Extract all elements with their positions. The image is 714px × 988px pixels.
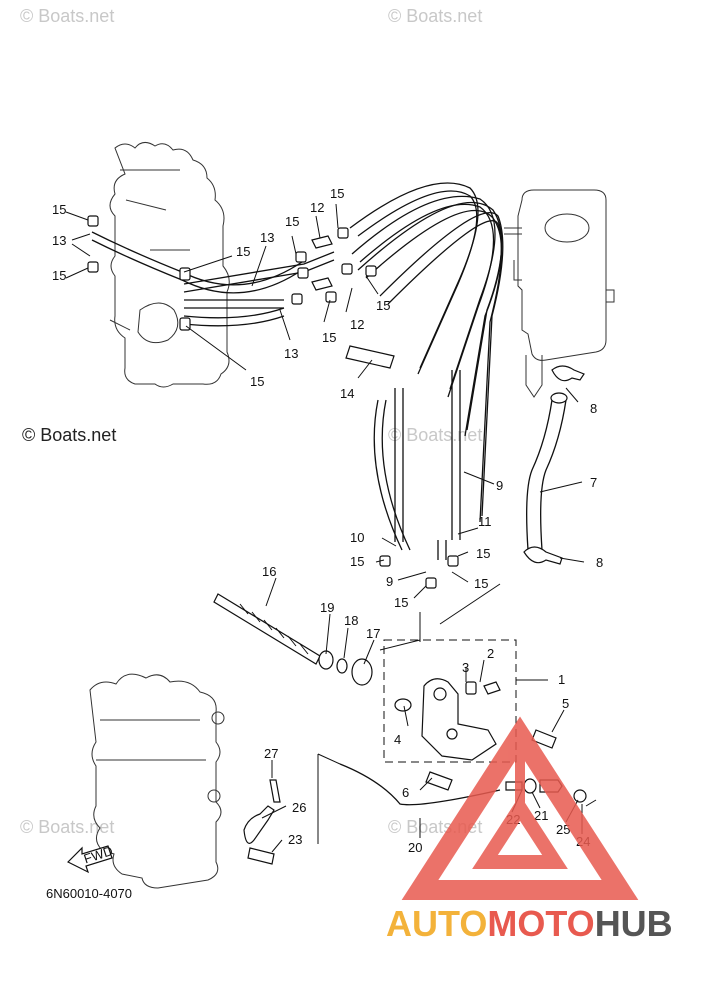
callout-15: 15 <box>350 554 364 569</box>
callout-15: 15 <box>52 202 66 217</box>
callout-15: 15 <box>394 595 408 610</box>
lower-engine-block <box>89 673 225 889</box>
callout-6: 6 <box>402 785 409 800</box>
watermark-top-left: © Boats.net <box>20 6 114 26</box>
carburetor-assembly <box>421 678 557 791</box>
lever-26 <box>243 779 281 865</box>
drawing-code: 6N60010-4070 <box>46 886 132 901</box>
callout-8: 8 <box>590 401 597 416</box>
callout-3: 3 <box>462 660 469 675</box>
callout-10: 10 <box>350 530 364 545</box>
watermark-middle-left: © Boats.net <box>22 425 116 445</box>
hose-7 <box>523 365 585 565</box>
brand-part-auto: AUTO <box>386 903 487 944</box>
callout-15: 15 <box>330 186 344 201</box>
oil-tank <box>504 189 615 398</box>
watermark-middle-center: © Boats.net <box>388 425 482 445</box>
callout-19: 19 <box>320 600 334 615</box>
callout-15: 15 <box>322 330 336 345</box>
callout-15: 15 <box>250 374 264 389</box>
callout-12: 12 <box>310 200 324 215</box>
callout-11: 11 <box>478 514 492 529</box>
brand-part-moto: MOTO <box>487 903 594 944</box>
hose-bundle <box>91 182 504 560</box>
callout-12: 12 <box>350 317 364 332</box>
callout-13: 13 <box>52 233 66 248</box>
brand-part-hub: HUB <box>595 903 673 944</box>
callout-26: 26 <box>292 800 306 815</box>
callout-21: 21 <box>534 808 548 823</box>
callout-8: 8 <box>596 555 603 570</box>
leader-lines <box>65 203 585 853</box>
callout-9: 9 <box>496 478 503 493</box>
fwd-label: FWD <box>82 843 115 866</box>
callout-18: 18 <box>344 613 358 628</box>
callout-14: 14 <box>340 386 354 401</box>
assembly-outline <box>383 639 517 763</box>
callout-15: 15 <box>476 546 490 561</box>
callout-4: 4 <box>394 732 401 747</box>
callout-7: 7 <box>590 475 597 490</box>
callout-16: 16 <box>262 564 276 579</box>
callout-1: 1 <box>558 672 565 687</box>
callout-2: 2 <box>487 646 494 661</box>
watermark-bottom-left: © Boats.net <box>20 817 114 837</box>
callout-15: 15 <box>376 298 390 313</box>
callout-13: 13 <box>260 230 274 245</box>
fwd-arrow: FWD <box>66 843 115 874</box>
automotohub-logo <box>401 716 639 900</box>
callout-20: 20 <box>408 840 422 855</box>
callout-23: 23 <box>288 832 302 847</box>
callout-15: 15 <box>52 268 66 283</box>
callout-13: 13 <box>284 346 298 361</box>
brand-wordmark: AUTOMOTOHUB <box>386 903 673 944</box>
watermark-top-right: © Boats.net <box>388 6 482 26</box>
shaft-16 <box>213 593 412 712</box>
callout-9: 9 <box>386 574 393 589</box>
callout-15: 15 <box>474 576 488 591</box>
callout-15: 15 <box>236 244 250 259</box>
upper-engine-block <box>109 142 230 388</box>
callout-5: 5 <box>562 696 569 711</box>
callout-17: 17 <box>366 626 380 641</box>
callout-15: 15 <box>285 214 299 229</box>
callout-27: 27 <box>264 746 278 761</box>
